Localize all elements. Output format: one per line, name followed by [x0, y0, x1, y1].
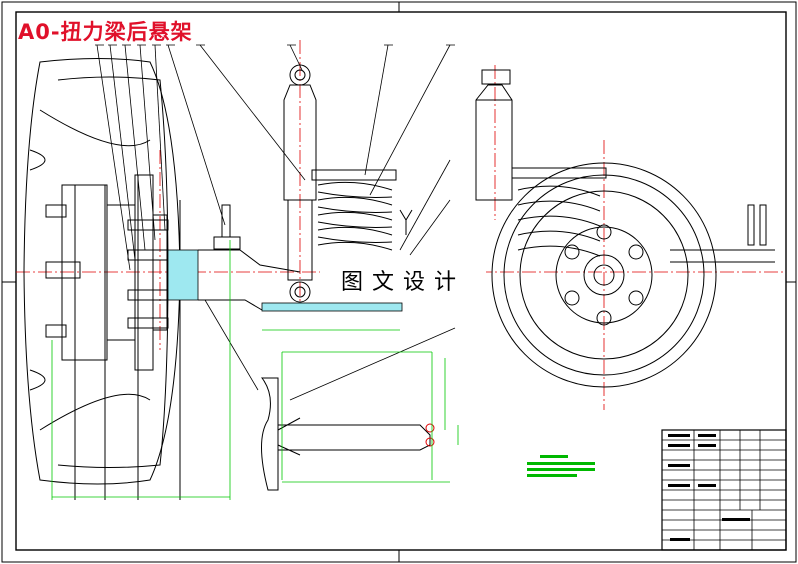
- title-block: [661, 429, 787, 551]
- trailing-arm-section: [167, 204, 403, 312]
- drawing-title: A0-扭力梁后悬架: [18, 20, 193, 44]
- trailing-arm-detail: [260, 377, 435, 491]
- leader-lines: [95, 44, 456, 401]
- centerlines: [16, 40, 786, 410]
- side-view-wheel-hub: [23, 58, 181, 500]
- watermark-text: 图文设计: [320, 266, 486, 300]
- dimension-lines: [51, 240, 459, 500]
- end-view-wheel-spring: [475, 69, 775, 388]
- title-block-text: [668, 434, 750, 541]
- technical-notes: [527, 455, 595, 477]
- front-view-shock-spring: [283, 64, 413, 303]
